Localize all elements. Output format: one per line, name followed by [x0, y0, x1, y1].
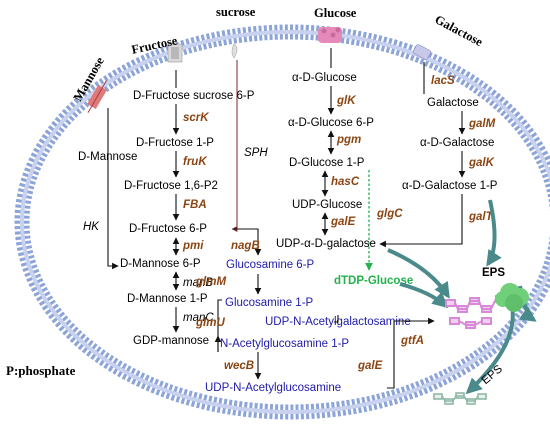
enzyme-manc: manC	[183, 312, 214, 324]
sugar-glucose-label: Glucose	[314, 6, 357, 20]
node-galactose: Galactose	[427, 97, 479, 109]
node-udp-n-acetylglucosamine: UDP-N-Acetylglucosamine	[205, 382, 341, 394]
node-alpha-d-galactose: α-D-Galactose	[420, 137, 494, 149]
enzyme-gale-1: galE	[330, 216, 356, 228]
enzyme-galk: galK	[468, 157, 495, 169]
transporter-mannose-icon	[87, 80, 107, 113]
enzyme-manb: manB	[183, 277, 213, 289]
enzyme-sph: SPH	[244, 147, 268, 159]
sugar-galactose-label: Galactose	[433, 12, 486, 49]
enzyme-glmu: glmU	[195, 317, 225, 329]
enzyme-lacs: lacS	[431, 75, 455, 87]
enzyme-glk: glK	[336, 95, 356, 107]
enzyme-galm: galM	[468, 118, 496, 130]
transporter-sucrose-icon	[231, 43, 238, 59]
node-n-acetylglucosamine-1p: N-Acetylglucosamine 1-P	[220, 338, 349, 350]
enzyme-pgm: pgm	[336, 134, 361, 146]
node-d-fructose-sucrose-6p: D-Fructose sucrose 6-P	[133, 90, 255, 102]
enzyme-scrk: scrK	[183, 112, 209, 124]
enzyme-fba: FBA	[183, 199, 207, 211]
node-alpha-d-glucose: α-D-Glucose	[292, 72, 357, 84]
node-alpha-d-glucose-6p: α-D-Glucose 6-P	[288, 117, 374, 129]
node-glucosamine-6p: Glucosamine 6-P	[226, 259, 315, 271]
eps-label-1: EPS	[482, 267, 505, 279]
enzyme-hasc: hasC	[331, 176, 360, 188]
eps-chain-2-icon	[433, 392, 487, 405]
enzyme-galt: galT	[468, 211, 494, 223]
node-udp-alpha-d-galactose: UDP-α-D-galactose	[276, 238, 376, 250]
enzyme-gtfa: gtfA	[400, 335, 424, 347]
node-d-fructose-16p2: D-Fructose 1,6-P2	[124, 180, 218, 192]
enzyme-hk: HK	[83, 221, 100, 233]
node-d-glucose-1p: D-Glucose 1-P	[289, 157, 365, 169]
node-d-fructose-1p: D-Fructose 1-P	[136, 137, 214, 149]
enzyme-nagb: nagB	[231, 240, 260, 252]
sugar-sucrose-label: sucrose	[216, 5, 256, 19]
phosphate-note: P:phosphate	[6, 363, 76, 378]
enzyme-glgc: glgC	[376, 208, 403, 220]
enzyme-glmm: glmM	[195, 276, 226, 288]
enzyme-wecb: wecB	[224, 360, 254, 372]
enzyme-fruk: fruK	[183, 156, 207, 168]
node-d-mannose-6p: D-Mannose 6-P	[120, 258, 201, 270]
transporter-fructose-icon	[167, 43, 183, 63]
node-udp-glucose: UDP-Glucose	[292, 199, 362, 211]
transporter-glucose-icon	[318, 27, 342, 43]
node-gdp-mannose: GDP-mannose	[133, 335, 209, 347]
node-d-fructose-6p: D-Fructose 6-P	[129, 223, 207, 235]
cell-membrane	[14, 24, 550, 420]
node-d-mannose-1p: D-Mannose 1-P	[127, 293, 208, 305]
eps-blob-icon	[495, 283, 529, 312]
enzyme-gale-2: galE	[357, 360, 383, 372]
node-dtdp-glucose: dTDP-Glucose	[334, 275, 413, 287]
transporter-galactose-icon	[412, 44, 432, 60]
enzyme-pmi: pmi	[182, 240, 204, 252]
node-glucosamine-1p: Glucosamine 1-P	[225, 297, 314, 309]
eps-label-2: EPS	[480, 363, 506, 387]
node-alpha-d-galactose-1p: α-D-Galactose 1-P	[402, 180, 498, 192]
